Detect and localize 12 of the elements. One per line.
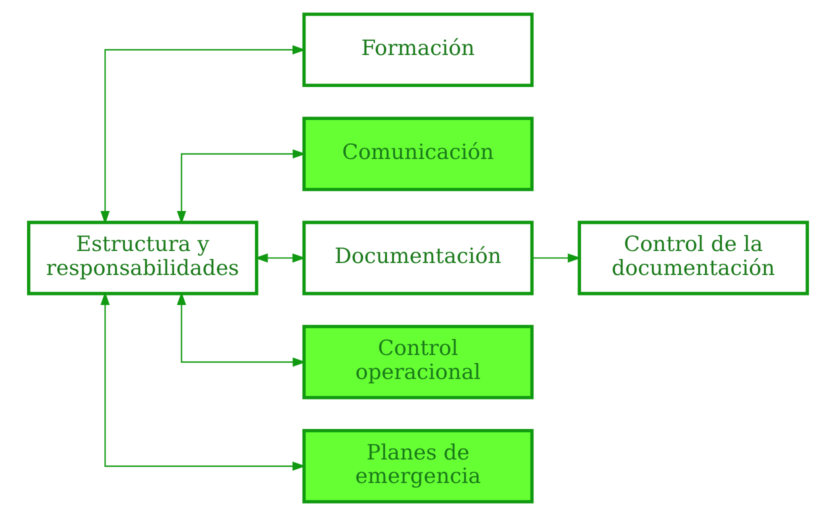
node-box: Planes de emergencia <box>302 428 534 503</box>
node-box: Control operacional <box>302 324 534 399</box>
node-box: Formación <box>302 12 534 87</box>
arrow <box>100 44 306 224</box>
arrow <box>254 252 306 262</box>
node-box: Control de la documentación <box>577 220 808 295</box>
node-box: Comunicación <box>302 116 534 191</box>
node-box: Documentación <box>302 220 534 295</box>
arrow <box>176 148 306 224</box>
arrow <box>531 252 580 262</box>
arrow <box>100 291 306 470</box>
node-box: Estructura y responsabilidades <box>26 220 258 295</box>
